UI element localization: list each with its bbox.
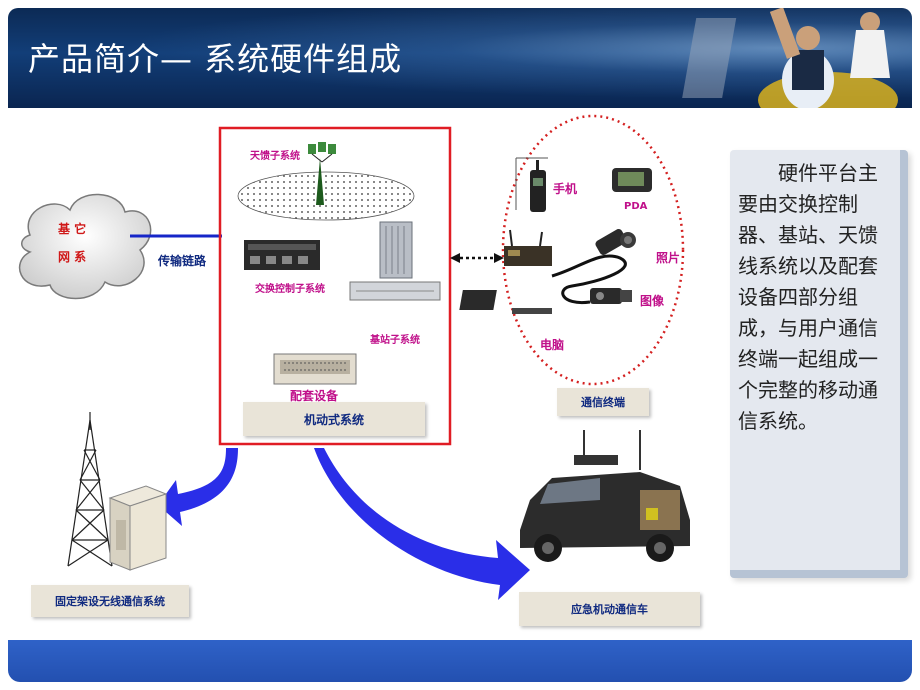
antenna-subsystem-label: 天馈子系统	[250, 151, 300, 162]
supporting-equipment-label: 配套设备	[290, 389, 339, 403]
phone-label: 手机	[553, 182, 578, 196]
fixed-system-label: 固定架设无线通信系统	[55, 595, 165, 608]
computer-label: 电脑	[540, 338, 565, 352]
server-cabinet-icon	[108, 485, 168, 571]
arrow-to-vehicle	[314, 448, 530, 600]
cloud-label-line1: 基 它	[58, 222, 87, 236]
terminal-group-oval	[501, 114, 685, 386]
vehicle-icon	[520, 430, 690, 562]
business-figures-image	[682, 8, 898, 108]
pda-label: PDA	[624, 201, 648, 212]
header-decoration	[8, 8, 912, 108]
cable-line	[551, 254, 627, 305]
supporting-equipment-icon	[273, 353, 357, 385]
description-panel	[730, 150, 908, 578]
mobile-system-label: 机动式系统	[303, 412, 364, 427]
footer-bar	[8, 640, 912, 682]
emergency-vehicle-tag: 应急机动通信车	[519, 592, 700, 626]
arrow-to-fixed-system	[158, 448, 238, 526]
tower-icon	[67, 412, 113, 567]
switch-control-subsystem-label: 交换控制子系统	[255, 284, 325, 295]
camera-icon	[595, 229, 636, 255]
header-banner: 产品简介— 系统硬件组成	[8, 8, 912, 108]
radio-icon	[504, 229, 552, 266]
terminal-label: 通信终端	[581, 396, 625, 409]
mobile-phone-icon	[515, 157, 548, 212]
mobile-system-frame	[218, 126, 452, 446]
description-text: 硬件平台主要由交换控制器、基站、天馈线系统以及配套设备四部分组成，与用户通信终端…	[738, 161, 878, 433]
pda-icon	[612, 168, 652, 192]
antenna-icon	[308, 142, 336, 205]
transmission-link-label: 传输链路	[158, 254, 207, 268]
base-station-subsystem-label: 基站子系统	[370, 335, 420, 346]
mobile-system-tag: 机动式系统	[243, 402, 425, 436]
emergency-vehicle-label: 应急机动通信车	[571, 603, 648, 616]
bidirectional-arrow	[450, 253, 504, 263]
video-camera-icon	[590, 288, 632, 304]
cloud-label-line2: 网 系	[58, 250, 87, 264]
page-title: 产品简介— 系统硬件组成	[28, 40, 403, 78]
laptop-icon	[459, 290, 552, 314]
photo-label: 照片	[656, 251, 681, 265]
base-station-icon	[349, 221, 441, 301]
fixed-system-tag: 固定架设无线通信系统	[31, 585, 189, 617]
video-label: 图像	[640, 294, 665, 308]
coverage-area	[237, 171, 415, 221]
cloud-icon	[19, 193, 152, 300]
terminal-tag: 通信终端	[557, 388, 649, 416]
switch-icon	[244, 240, 320, 270]
